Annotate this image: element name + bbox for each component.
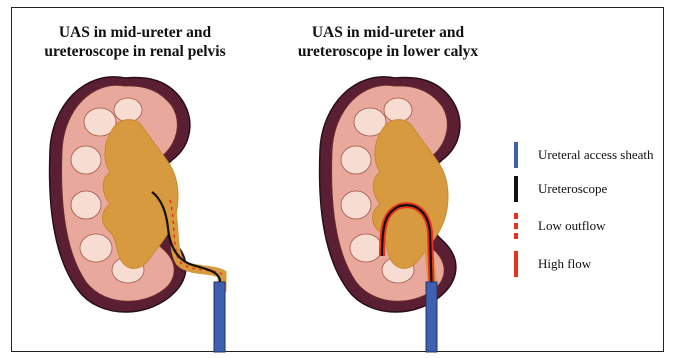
legend-mark	[514, 213, 518, 239]
legend-mark	[514, 251, 518, 277]
legend-label: Low outflow	[538, 218, 606, 234]
legend-label: Ureteroscope	[538, 181, 607, 197]
legend-mark	[514, 176, 518, 202]
access-sheath-left	[214, 282, 225, 352]
kidney-right	[320, 77, 460, 312]
legend-label: Ureteral access sheath	[538, 147, 654, 163]
kidney-left	[50, 77, 190, 312]
legend-label: High flow	[538, 256, 591, 272]
legend-mark	[514, 142, 518, 168]
access-sheath-right	[426, 282, 437, 352]
